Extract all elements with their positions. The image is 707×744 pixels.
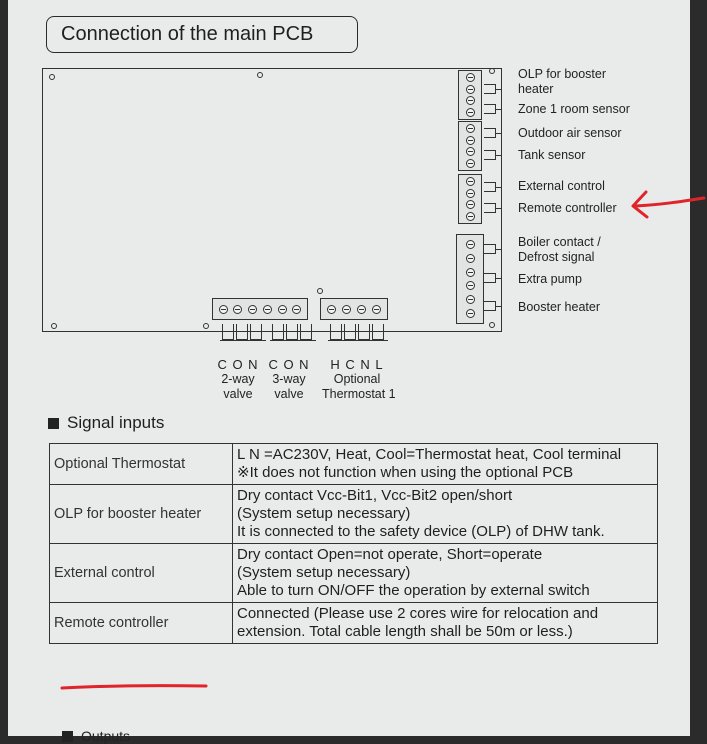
screw-icon	[465, 73, 475, 83]
connector-pin	[484, 301, 512, 311]
signal-name: Optional Thermostat	[49, 443, 233, 485]
screw-icon	[465, 147, 475, 157]
red-arrow-annotation	[631, 190, 706, 219]
connector-base	[270, 340, 316, 341]
signal-name: OLP for booster heater	[49, 484, 233, 544]
connector-pin	[344, 324, 356, 340]
red-underline-annotation	[60, 684, 208, 690]
connector-pin	[484, 182, 512, 192]
mount-hole	[489, 322, 495, 328]
screw-icon	[465, 188, 475, 198]
screw-icon	[327, 304, 336, 314]
bottom-terminal-block-valves	[212, 298, 308, 320]
terminal-label-remote: Remote controller	[518, 201, 617, 215]
square-bullet-icon	[48, 417, 59, 429]
connector-pin	[484, 150, 512, 160]
screw-icon	[465, 211, 475, 221]
table-row: External control Dry contact Open=not op…	[49, 543, 658, 603]
bottom-label-thermostat: H C N L Optional Thermostat 1	[322, 357, 396, 401]
connector-pin	[250, 324, 262, 340]
signal-desc: Dry contact Vcc-Bit1, Vcc-Bit2 open/shor…	[232, 484, 658, 544]
terminal-label-extra-pump: Extra pump	[518, 272, 582, 286]
terminal-label-boiler: Boiler contact /Defrost signal	[518, 235, 601, 264]
bottom-terminal-block-thermostat	[320, 298, 388, 320]
signal-name: Remote controller	[49, 602, 233, 644]
screw-icon	[465, 295, 475, 305]
page-title: Connection of the main PCB	[46, 16, 358, 53]
section-heading-outputs: Outputs	[62, 728, 130, 744]
terminal-label-zone1: Zone 1 room sensor	[518, 102, 630, 116]
connector-pin	[222, 324, 234, 340]
bottom-label-2way: C O N 2-way valve	[217, 357, 259, 401]
screw-icon	[372, 304, 381, 314]
connector-pin	[236, 324, 248, 340]
terminal-block-2	[458, 121, 482, 171]
mount-hole	[51, 323, 57, 329]
screw-icon	[292, 304, 302, 314]
connector-pin	[484, 84, 512, 94]
pcb-board-outline	[42, 68, 502, 332]
screw-icon	[465, 96, 475, 106]
connector-pin	[484, 244, 512, 254]
mount-hole	[317, 288, 323, 294]
connector-base	[220, 340, 266, 341]
table-row: OLP for booster heater Dry contact Vcc-B…	[49, 484, 658, 544]
terminal-label-external: External control	[518, 179, 605, 193]
terminal-label-booster: Booster heater	[518, 300, 600, 314]
connector-pin	[286, 324, 298, 340]
screw-icon	[218, 304, 228, 314]
terminal-block-4	[456, 234, 484, 324]
screw-icon	[233, 304, 243, 314]
table-row: Optional Thermostat L N =AC230V, Heat, C…	[49, 443, 658, 485]
signal-name: External control	[49, 543, 233, 603]
screw-icon	[465, 309, 475, 319]
connector-pin	[484, 203, 512, 213]
terminal-block-1	[458, 70, 482, 120]
screw-icon	[465, 267, 475, 277]
connector-pin	[484, 273, 512, 283]
signal-desc: Dry contact Open=not operate, Short=oper…	[232, 543, 658, 603]
bottom-label-3way: C O N 3-way valve	[268, 357, 310, 401]
screw-icon	[465, 177, 475, 187]
connector-pin	[330, 324, 342, 340]
terminal-block-3	[458, 174, 482, 224]
screw-icon	[465, 239, 475, 249]
mount-hole	[257, 72, 263, 78]
mount-hole	[49, 74, 55, 80]
screw-icon	[357, 304, 366, 314]
connector-pin	[358, 324, 370, 340]
signal-inputs-table: Optional Thermostat L N =AC230V, Heat, C…	[49, 443, 658, 644]
screw-icon	[277, 304, 287, 314]
screw-icon	[262, 304, 272, 314]
screw-icon	[465, 253, 475, 263]
screw-icon	[342, 304, 351, 314]
connector-base	[328, 340, 388, 341]
screw-icon	[465, 124, 475, 134]
mount-hole	[203, 323, 209, 329]
signal-desc: L N =AC230V, Heat, Cool=Thermostat heat,…	[232, 443, 658, 485]
section-heading-signal-inputs: Signal inputs	[48, 413, 164, 433]
signal-desc: Connected (Please use 2 cores wire for r…	[232, 602, 658, 644]
table-row: Remote controller Connected (Please use …	[49, 602, 658, 644]
screw-icon	[248, 304, 258, 314]
screw-icon	[465, 107, 475, 117]
connector-pin	[300, 324, 312, 340]
square-bullet-icon	[62, 730, 73, 742]
terminal-label-outdoor: Outdoor air sensor	[518, 126, 622, 140]
connector-pin	[484, 104, 512, 114]
screw-icon	[465, 158, 475, 168]
mount-hole	[489, 68, 495, 74]
screw-icon	[465, 84, 475, 94]
screw-icon	[465, 200, 475, 210]
connector-pin	[372, 324, 384, 340]
connector-pin	[484, 128, 512, 138]
connector-pin	[272, 324, 284, 340]
screw-icon	[465, 135, 475, 145]
terminal-label-tank: Tank sensor	[518, 148, 586, 162]
screw-icon	[465, 281, 475, 291]
